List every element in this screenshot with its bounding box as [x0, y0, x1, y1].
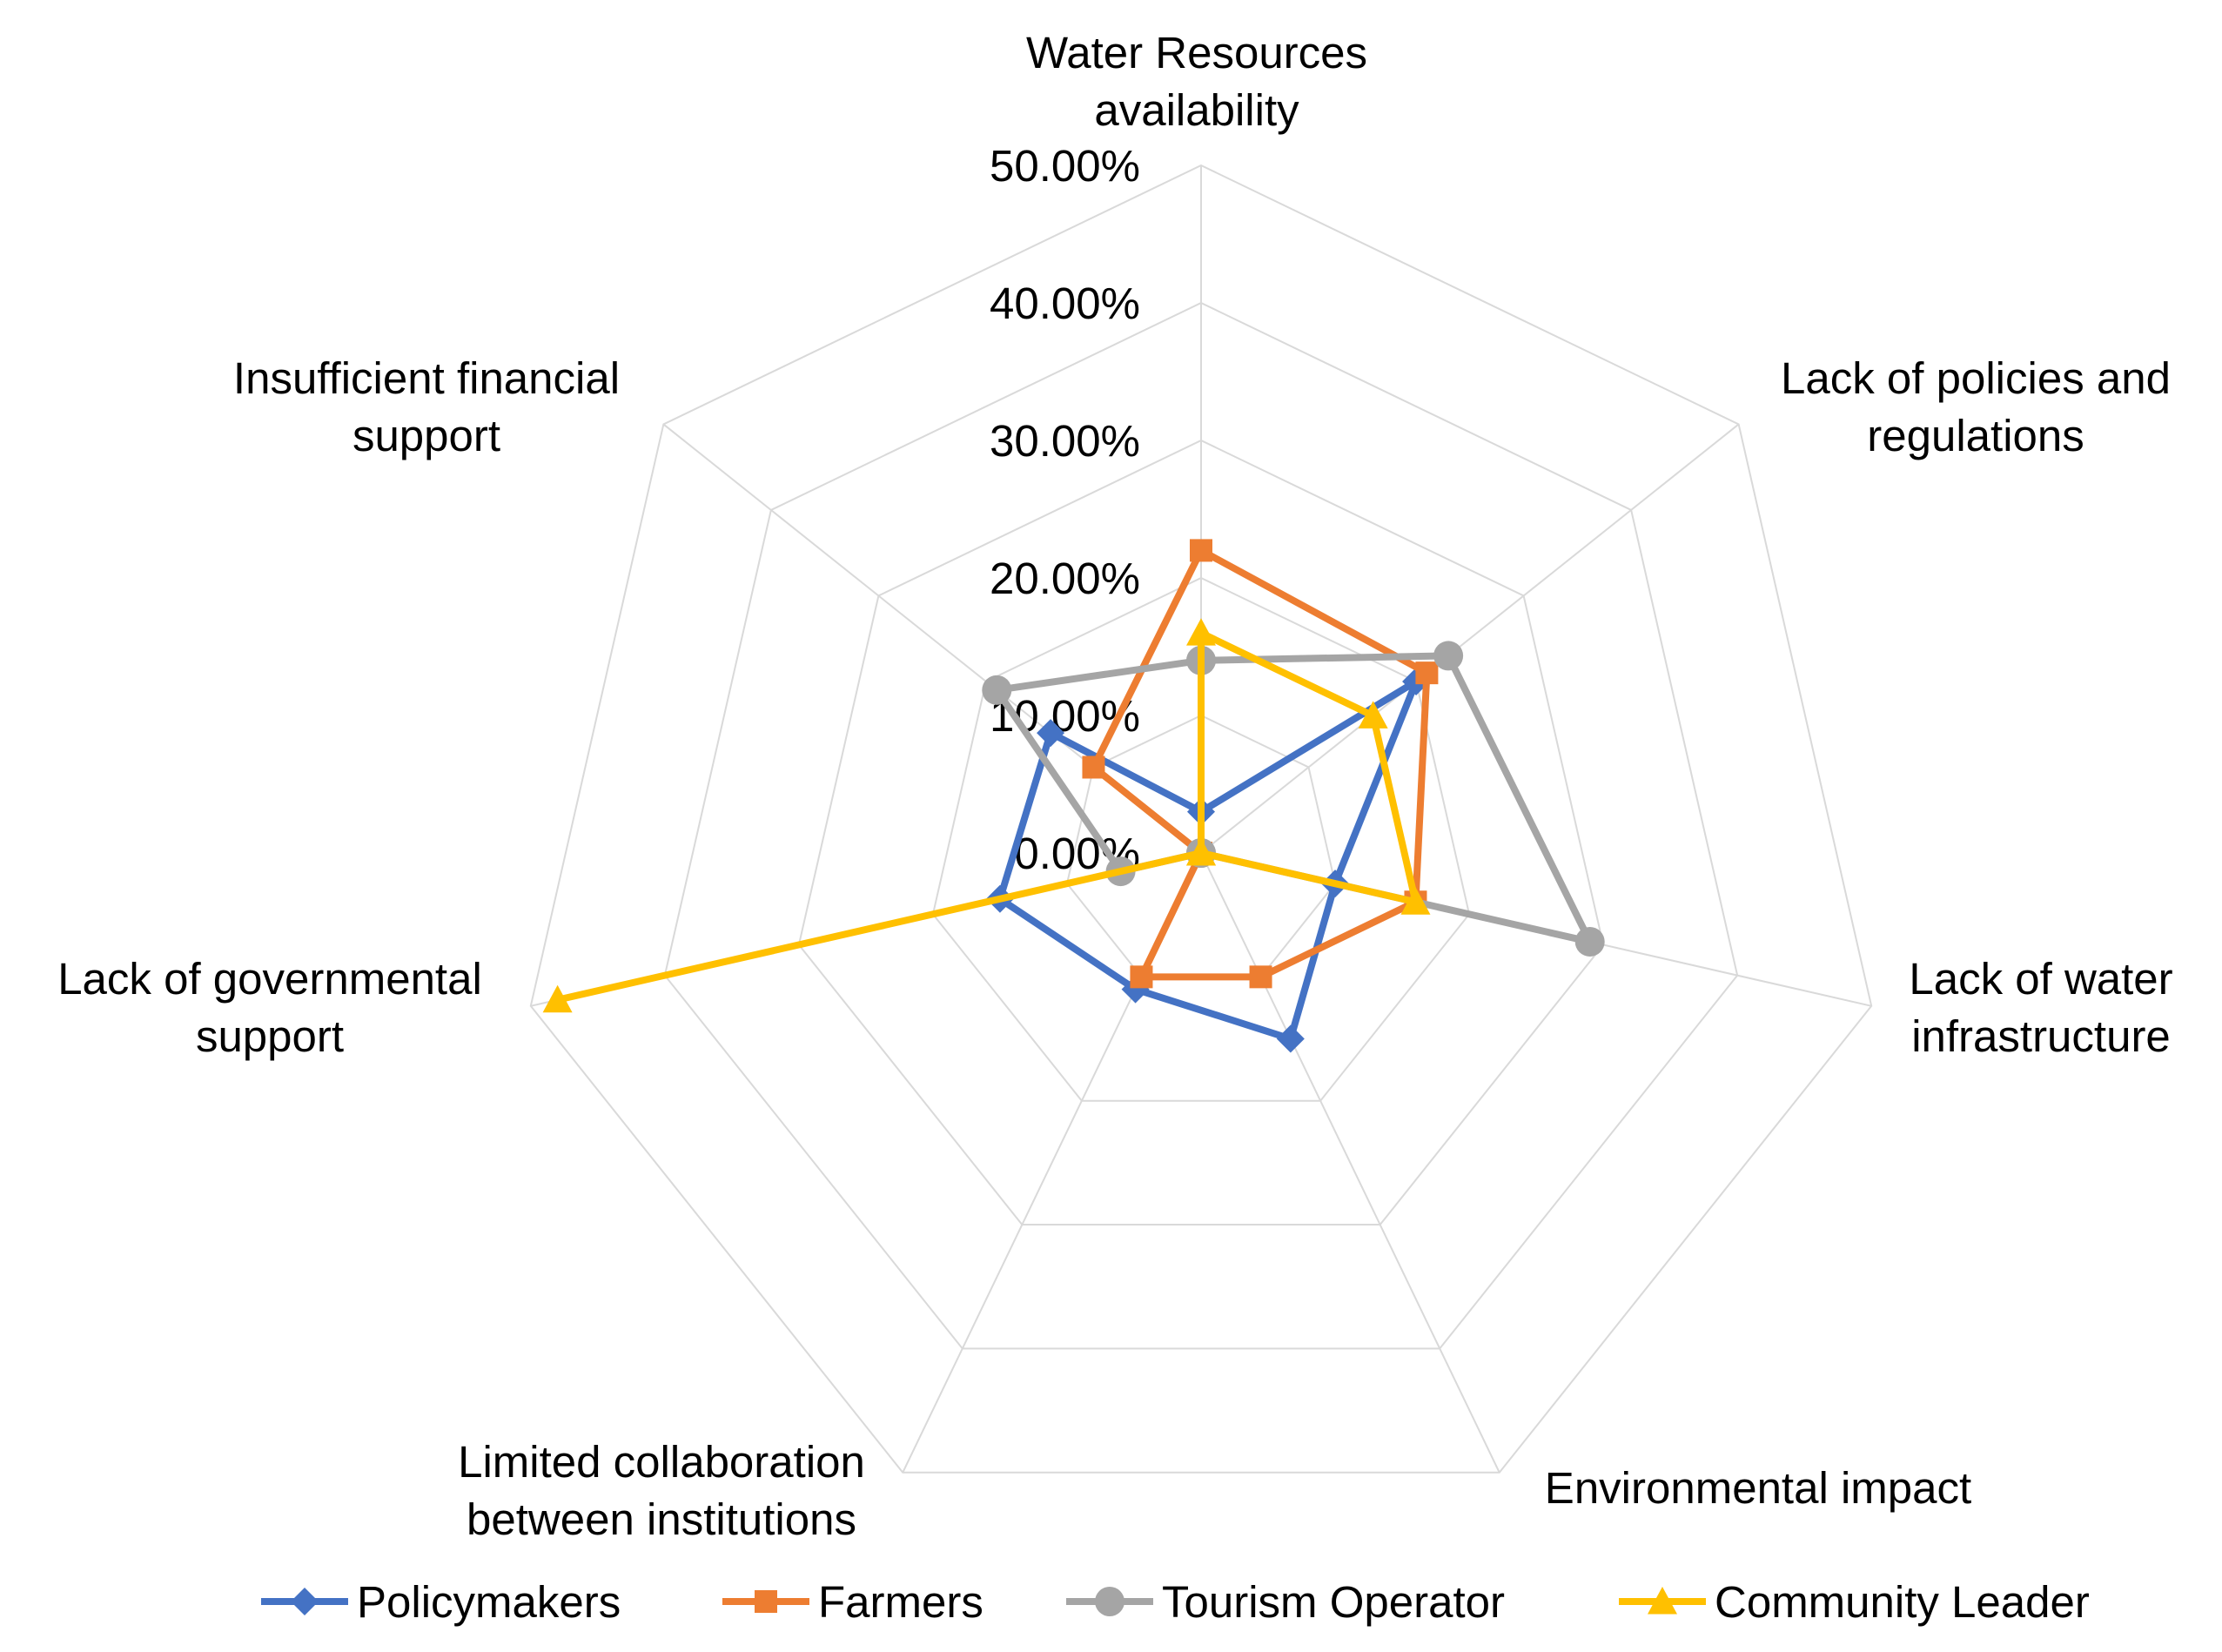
data-point — [1415, 661, 1439, 685]
series-community-leader — [542, 618, 1431, 1013]
data-point — [542, 984, 573, 1013]
axis-label-line: infrastructure — [1911, 1011, 2171, 1061]
axis-label-environmental-impact: Environmental impact — [1545, 1463, 1971, 1513]
grid-ring — [663, 301, 1739, 1350]
axis-label-insufficient-financial-support: Insufficient financial support — [233, 353, 620, 460]
grid-ring — [797, 439, 1605, 1226]
data-point — [1400, 887, 1431, 915]
axis-label-line: Lack of policies and — [1781, 353, 2171, 403]
data-point — [1276, 1024, 1305, 1053]
legend-marker — [1648, 1587, 1677, 1615]
axis-label-line: support — [352, 411, 500, 460]
axis-label-line: Insufficient financial — [233, 353, 620, 403]
legend: Policymakers Farmers Tourism Operator Commu… — [261, 1577, 2090, 1627]
data-point — [1249, 965, 1272, 989]
legend-label: Community Leader — [1715, 1577, 2090, 1627]
grid-spoke — [1200, 423, 1740, 854]
legend-label: Policymakers — [357, 1577, 621, 1627]
legend-marker — [291, 1588, 319, 1615]
grid-ring — [529, 164, 1873, 1474]
radial-tick-label: 50.00% — [990, 141, 1140, 191]
legend-item-tourism-operator: Tourism Operator — [1066, 1577, 1505, 1627]
legend-label: Farmers — [818, 1577, 983, 1627]
data-point — [1433, 641, 1464, 671]
series-tourism-operator — [982, 641, 1605, 957]
grid-spoke — [1200, 852, 1500, 1474]
legend-label: Tourism Operator — [1162, 1577, 1505, 1627]
axis-label-line: between institutions — [467, 1494, 856, 1544]
data-point — [1186, 618, 1216, 646]
axis-label-lack-of-water-infrastructure: Lack of water infrastructure — [1909, 954, 2172, 1061]
data-point — [1130, 965, 1153, 989]
data-point — [1082, 755, 1105, 779]
series-layer — [542, 539, 1605, 1053]
legend-item-community-leader: Community Leader — [1619, 1577, 2090, 1627]
radial-tick-labels: 0.00%10.00%20.00%30.00%40.00%50.00% — [990, 141, 1140, 878]
series-line — [1090, 547, 1431, 981]
axis-label-line: Lack of governmental — [57, 954, 482, 1004]
data-point — [1190, 539, 1212, 562]
radial-tick-label: 20.00% — [990, 554, 1140, 603]
axis-label-water-resources-availability: Water Resources availability — [1026, 28, 1367, 135]
axis-label-line: Water Resources — [1026, 28, 1367, 77]
legend-item-farmers: Farmers — [722, 1577, 983, 1627]
axis-label-lack-of-governmental-support: Lack of governmental support — [57, 954, 482, 1061]
data-point — [1037, 719, 1065, 748]
axis-label-lack-of-policies-and-regulations: Lack of policies and regulations — [1781, 353, 2171, 460]
radial-tick-label: 40.00% — [990, 279, 1140, 328]
legend-marker — [1095, 1587, 1124, 1616]
axis-label-line: support — [196, 1011, 344, 1061]
legend-item-policymakers: Policymakers — [261, 1577, 621, 1627]
radial-tick-label: 30.00% — [990, 416, 1140, 466]
axis-label-line: availability — [1094, 85, 1299, 135]
data-point — [982, 675, 1012, 705]
axis-label-line: Limited collaboration — [458, 1437, 865, 1487]
data-point — [1358, 701, 1388, 729]
data-point — [1574, 926, 1605, 957]
axis-label-line: regulations — [1867, 411, 2084, 460]
data-point — [1186, 838, 1216, 866]
axis-label-limited-collaboration-between-institutions: Limited collaboration between institution… — [458, 1437, 865, 1544]
axis-label-line: Lack of water — [1909, 954, 2172, 1004]
axis-label-line: Environmental impact — [1545, 1463, 1971, 1513]
legend-marker — [755, 1590, 777, 1613]
